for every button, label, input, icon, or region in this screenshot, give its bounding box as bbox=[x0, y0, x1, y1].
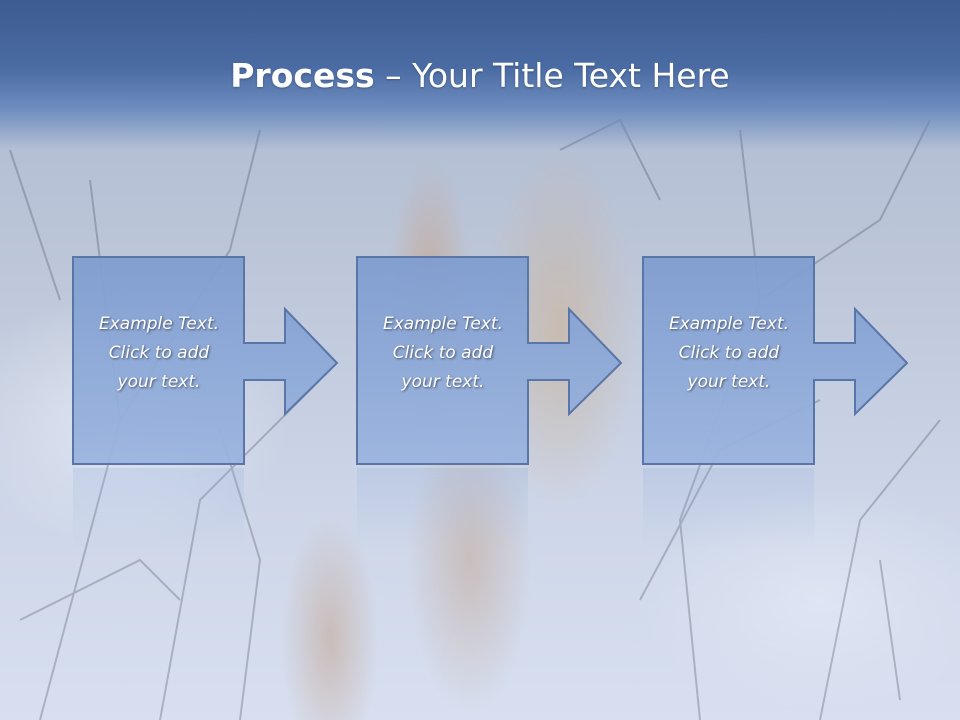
step-line-1: Example Text. bbox=[668, 314, 790, 334]
step-line-3: your text. bbox=[401, 372, 485, 392]
process-step-1[interactable]: Example Text. Click to add your text. bbox=[72, 256, 422, 548]
arrow-box-shape bbox=[72, 256, 339, 465]
step-line-3: your text. bbox=[117, 372, 201, 392]
step-line-3: your text. bbox=[687, 372, 771, 392]
step-text[interactable]: Example Text. Click to add your text. bbox=[72, 310, 246, 397]
title-band bbox=[0, 0, 960, 150]
step-line-1: Example Text. bbox=[98, 314, 220, 334]
process-step-3[interactable]: Example Text. Click to add your text. bbox=[642, 256, 960, 548]
slide-title[interactable]: Process – Your Title Text Here bbox=[0, 55, 960, 97]
step-reflection bbox=[73, 468, 244, 548]
process-step-2[interactable]: Example Text. Click to add your text. bbox=[356, 256, 706, 548]
arrow-box-shape bbox=[642, 256, 909, 465]
step-line-2: Click to add bbox=[678, 343, 780, 363]
step-line-1: Example Text. bbox=[382, 314, 504, 334]
title-rest: – Your Title Text Here bbox=[374, 56, 730, 95]
step-line-2: Click to add bbox=[392, 343, 494, 363]
step-reflection bbox=[643, 468, 814, 548]
title-bold: Process bbox=[230, 56, 375, 95]
arrow-box-shape bbox=[356, 256, 623, 465]
step-line-2: Click to add bbox=[108, 343, 210, 363]
step-text[interactable]: Example Text. Click to add your text. bbox=[642, 310, 816, 397]
step-reflection bbox=[357, 468, 528, 548]
step-text[interactable]: Example Text. Click to add your text. bbox=[356, 310, 530, 397]
